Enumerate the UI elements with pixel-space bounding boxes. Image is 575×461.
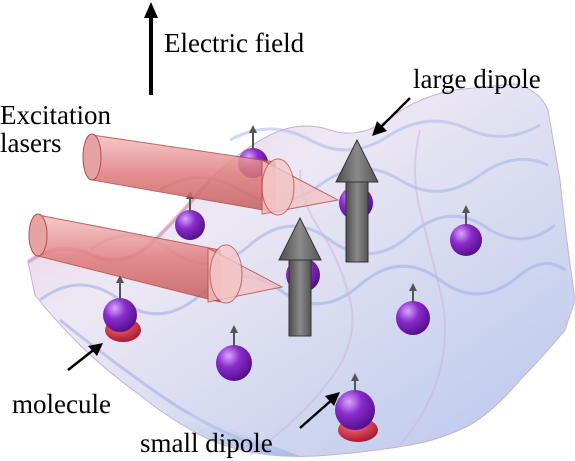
molecule bbox=[335, 373, 378, 442]
molecule bbox=[450, 205, 482, 256]
up-arrow-icon bbox=[249, 125, 257, 133]
up-arrow-icon bbox=[351, 373, 359, 381]
pointer-arrow-icon bbox=[67, 343, 103, 371]
excitation-lasers-label-line1: Excitation bbox=[0, 100, 111, 130]
molecule bbox=[396, 283, 430, 335]
excitation-laser bbox=[82, 133, 340, 216]
pointer-arrow-icon bbox=[372, 97, 411, 136]
label-pointers bbox=[67, 97, 411, 429]
pointer-arrow-icon bbox=[299, 392, 340, 429]
electric-field-arrow bbox=[144, 2, 158, 95]
excitation-laser bbox=[28, 213, 284, 304]
up-arrow-icon bbox=[116, 275, 124, 283]
electric-field-label: Electric field bbox=[164, 28, 305, 58]
up-arrow-icon bbox=[230, 325, 238, 333]
large-dipole-arrows bbox=[278, 138, 379, 337]
large-dipole-arrow bbox=[335, 138, 379, 263]
excitation-lasers-label-line2: lasers bbox=[0, 128, 62, 158]
up-arrow-icon bbox=[278, 216, 322, 261]
small-dipole-label: small dipole bbox=[140, 428, 273, 458]
molecule bbox=[216, 325, 252, 381]
up-arrow-icon bbox=[462, 205, 470, 213]
large-dipole-label: large dipole bbox=[413, 64, 541, 94]
up-arrow-icon bbox=[409, 283, 417, 291]
molecule-label: molecule bbox=[12, 389, 111, 419]
large-dipole-arrow bbox=[278, 216, 322, 337]
up-arrow-icon bbox=[335, 138, 379, 183]
up-arrow-icon bbox=[144, 2, 158, 18]
molecule bbox=[103, 275, 141, 342]
